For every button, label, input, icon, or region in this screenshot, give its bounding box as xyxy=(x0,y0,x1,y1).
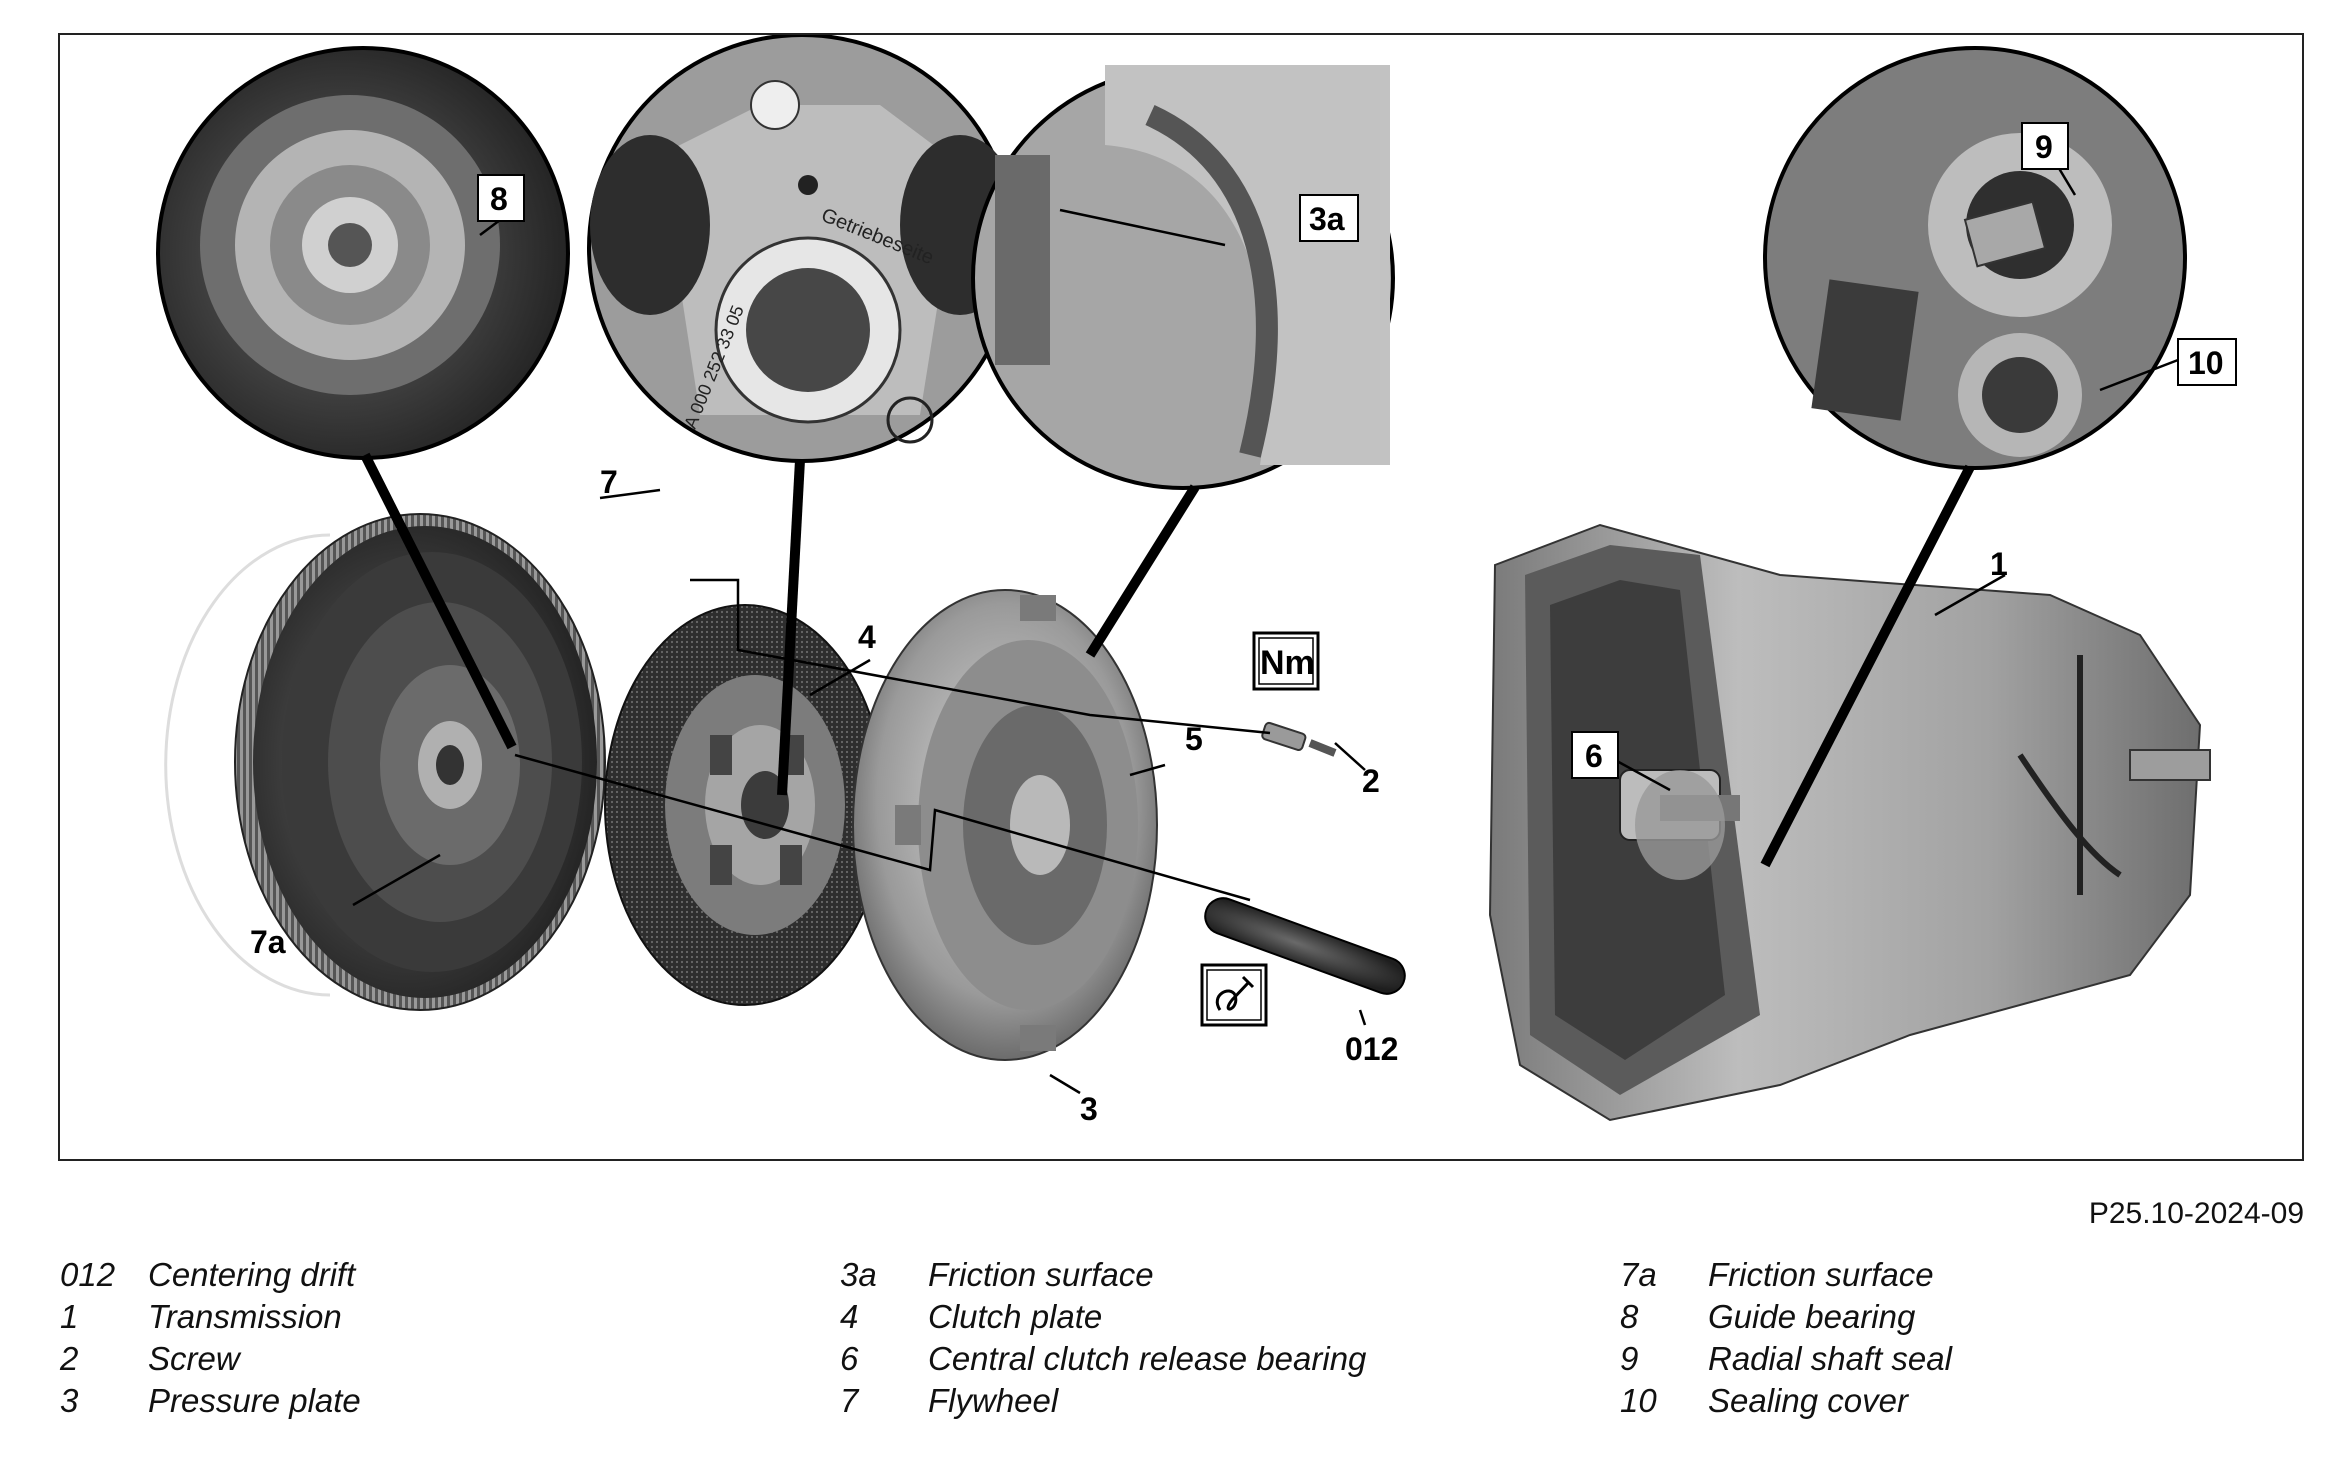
callout-3a: 3a xyxy=(1309,201,1345,237)
leader-lines xyxy=(352,144,2179,1095)
torque-symbol: Nm xyxy=(1252,631,1320,691)
centering-drift xyxy=(1204,897,1406,995)
callout-5: 5 xyxy=(1185,721,1203,757)
magnifier-guide-bearing xyxy=(156,46,570,460)
torque-label: Nm xyxy=(1260,644,1315,682)
legend-num: 4 xyxy=(840,1298,859,1335)
transmission xyxy=(1488,523,2211,1122)
legend-num: 2 xyxy=(60,1340,79,1377)
legend-num: 012 xyxy=(60,1256,116,1293)
legend-column-3: 7a Friction surface 8 Guide bearing 9 Radia… xyxy=(1620,1254,1952,1422)
legend-label: Friction surface xyxy=(1708,1256,1934,1293)
legend-item: 3a Friction surface xyxy=(840,1254,1366,1296)
legend-label: Radial shaft seal xyxy=(1708,1340,1952,1377)
callout-012: 012 xyxy=(1345,1031,1398,1067)
screw xyxy=(1261,721,1337,757)
callout-7a: 7a xyxy=(250,924,286,960)
magnifier-clutch-hub: Getriebeseite A 000 252 33 05 xyxy=(587,35,1020,463)
legend-num: 3 xyxy=(60,1382,79,1419)
clutch-plate xyxy=(604,604,886,1006)
pressure-plate xyxy=(852,589,1158,1061)
legend-label: Guide bearing xyxy=(1708,1298,1916,1335)
magnifier-friction-surface xyxy=(971,65,1395,490)
callout-4: 4 xyxy=(858,619,876,655)
magnifier-transmission-seals xyxy=(1763,46,2187,470)
legend-item: 10 Sealing cover xyxy=(1620,1380,1952,1422)
legend-column-2: 3a Friction surface 4 Clutch plate 6 Centra… xyxy=(840,1254,1366,1422)
legend-label: Screw xyxy=(148,1340,240,1377)
legend-item: 012 Centering drift xyxy=(60,1254,361,1296)
callout-3: 3 xyxy=(1080,1091,1098,1127)
callout-2: 2 xyxy=(1362,763,1380,799)
legend-item: 6 Central clutch release bearing xyxy=(840,1338,1366,1380)
legend-label: Central clutch release bearing xyxy=(928,1340,1367,1377)
legend-item: 9 Radial shaft seal xyxy=(1620,1338,1952,1380)
legend-num: 8 xyxy=(1620,1298,1639,1335)
exploded-diagram: Getriebeseite A 000 252 33 05 xyxy=(58,33,2304,1161)
legend-item: 7a Friction surface xyxy=(1620,1254,1952,1296)
legend-num: 6 xyxy=(840,1340,859,1377)
figure-reference: P25.10-2024-09 xyxy=(2088,1197,2304,1230)
callout-7: 7 xyxy=(600,464,618,500)
legend-label: Centering drift xyxy=(148,1256,356,1293)
legend-num: 7 xyxy=(840,1382,859,1419)
legend-num: 7a xyxy=(1620,1256,1657,1293)
legend-label: Friction surface xyxy=(928,1256,1154,1293)
callout-6: 6 xyxy=(1585,738,1603,774)
legend-label: Pressure plate xyxy=(148,1382,361,1419)
legend-item: 3 Pressure plate xyxy=(60,1380,361,1422)
legend-label: Flywheel xyxy=(928,1382,1059,1419)
legend-label: Clutch plate xyxy=(928,1298,1103,1335)
legend-num: 1 xyxy=(60,1298,79,1335)
legend-num: 9 xyxy=(1620,1340,1639,1377)
legend-item: 2 Screw xyxy=(60,1338,361,1380)
legend-label: Transmission xyxy=(148,1298,342,1335)
grease-icon xyxy=(1200,963,1268,1027)
flywheel xyxy=(164,513,606,1011)
callout-10: 10 xyxy=(2188,345,2224,381)
legend-item: 7 Flywheel xyxy=(840,1380,1366,1422)
callout-9: 9 xyxy=(2035,129,2053,165)
callout-8: 8 xyxy=(490,181,508,217)
legend-label: Sealing cover xyxy=(1708,1382,1908,1419)
legend-item: 4 Clutch plate xyxy=(840,1296,1366,1338)
legend-num: 10 xyxy=(1620,1382,1657,1419)
callout-1: 1 xyxy=(1990,546,2008,582)
legend-item: 1 Transmission xyxy=(60,1296,361,1338)
legend-num: 3a xyxy=(840,1256,877,1293)
callouts: 7 4 5 2 3 012 7a 1 8 3a 9 10 6 xyxy=(250,122,2237,1127)
legend-item: 8 Guide bearing xyxy=(1620,1296,1952,1338)
